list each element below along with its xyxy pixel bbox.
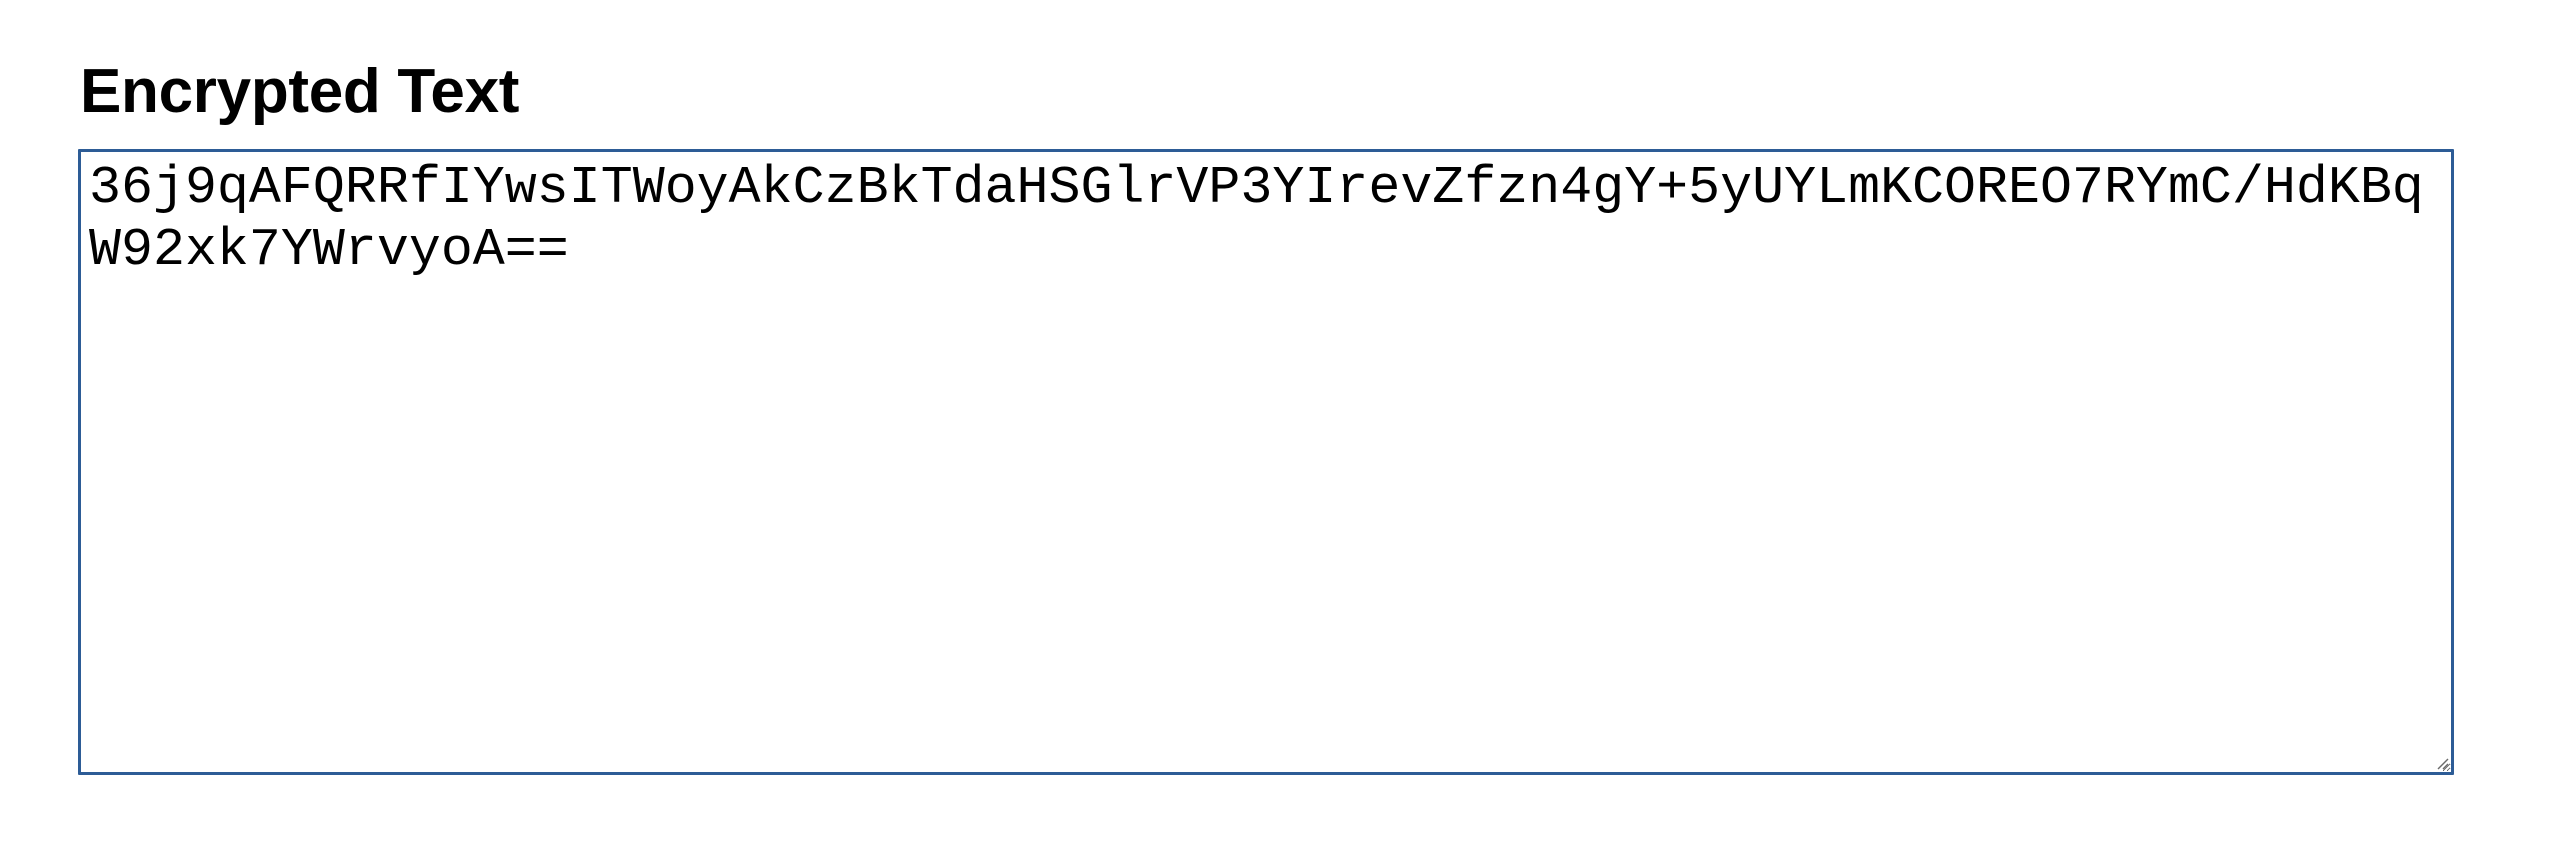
encrypted-text-textarea[interactable]: 36j9qAFQRRfIYwsITWoyAkCzBkTdaHSGlrVP3YIr… <box>78 149 2454 775</box>
encrypted-text-container: 36j9qAFQRRfIYwsITWoyAkCzBkTdaHSGlrVP3YIr… <box>78 149 2454 775</box>
encrypted-text-heading: Encrypted Text <box>80 57 520 126</box>
